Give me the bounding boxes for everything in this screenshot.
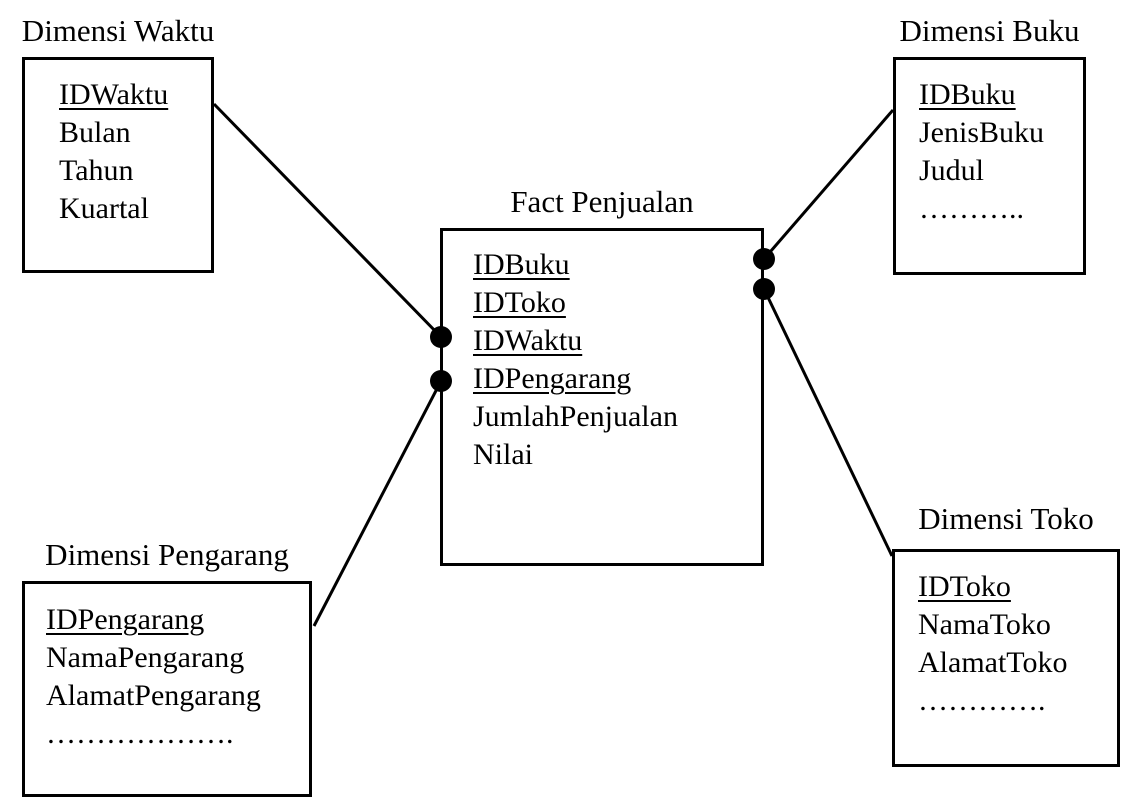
- field-row: Kuartal: [59, 190, 211, 228]
- field-label: ………..: [919, 192, 1024, 225]
- table-fact-penjualan: Fact Penjualan IDBuku IDToko IDWaktu IDP…: [440, 184, 764, 566]
- relationship-line-waktu-fact: [212, 102, 443, 339]
- field-row: NamaPengarang: [46, 639, 309, 677]
- field-label: Tahun: [59, 154, 134, 187]
- field-label: Kuartal: [59, 192, 149, 225]
- field-label: IDPengarang: [473, 362, 632, 395]
- field-row: ………….: [918, 682, 1117, 720]
- field-row: AlamatPengarang: [46, 677, 309, 715]
- table-title-dimensi-waktu: Dimensi Waktu: [21, 13, 215, 48]
- field-label: Bulan: [59, 116, 131, 149]
- field-label: IDBuku: [473, 248, 570, 281]
- field-list: IDBuku JenisBuku Judul ………..: [896, 60, 1083, 228]
- field-label: IDBuku: [919, 78, 1016, 111]
- field-label: IDPengarang: [46, 603, 205, 636]
- field-list: IDToko NamaToko AlamatToko ………….: [895, 552, 1117, 720]
- field-label: ………….: [918, 684, 1046, 717]
- table-title-fact-penjualan: Fact Penjualan: [510, 184, 694, 219]
- table-dimensi-toko: Dimensi Toko IDToko NamaToko AlamatToko …: [892, 501, 1120, 767]
- relationship-line-buku-fact: [762, 109, 895, 260]
- field-row: IDBuku: [919, 76, 1083, 114]
- field-label: IDWaktu: [473, 324, 583, 357]
- field-label: NamaToko: [918, 608, 1051, 641]
- table-title-dimensi-pengarang: Dimensi Pengarang: [45, 537, 289, 572]
- field-row: IDWaktu: [59, 76, 211, 114]
- field-row: IDPengarang: [473, 360, 761, 398]
- field-row: Judul: [919, 152, 1083, 190]
- relationship-line-pengarang-fact: [312, 380, 443, 627]
- field-list: IDBuku IDToko IDWaktu IDPengarang Jumlah…: [443, 231, 761, 474]
- field-label: JenisBuku: [919, 116, 1045, 149]
- field-label: IDWaktu: [59, 78, 169, 111]
- field-label: AlamatPengarang: [46, 679, 261, 712]
- table-title-dimensi-buku: Dimensi Buku: [899, 13, 1080, 48]
- field-label: Judul: [919, 154, 985, 187]
- field-row: ……………….: [46, 715, 309, 753]
- field-row: JumlahPenjualan: [473, 398, 761, 436]
- field-label: AlamatToko: [918, 646, 1068, 679]
- field-row: JenisBuku: [919, 114, 1083, 152]
- field-row: IDToko: [473, 284, 761, 322]
- relationship-line-toko-fact: [762, 288, 894, 557]
- field-row: IDPengarang: [46, 601, 309, 639]
- field-label: IDToko: [918, 570, 1011, 603]
- field-label: ……………….: [46, 717, 234, 750]
- field-label: Nilai: [473, 438, 533, 471]
- field-row: Nilai: [473, 436, 761, 474]
- field-row: IDBuku: [473, 246, 761, 284]
- field-row: ………..: [919, 190, 1083, 228]
- field-row: Bulan: [59, 114, 211, 152]
- field-row: IDToko: [918, 568, 1117, 606]
- field-row: Tahun: [59, 152, 211, 190]
- field-row: IDWaktu: [473, 322, 761, 360]
- field-list: IDPengarang NamaPengarang AlamatPengaran…: [25, 584, 309, 753]
- table-dimensi-waktu: Dimensi Waktu IDWaktu Bulan Tahun Kuarta…: [22, 13, 214, 273]
- table-dimensi-buku: Dimensi Buku IDBuku JenisBuku Judul ……….…: [893, 13, 1086, 275]
- field-list: IDWaktu Bulan Tahun Kuartal: [25, 60, 211, 228]
- table-title-dimensi-toko: Dimensi Toko: [918, 501, 1094, 536]
- field-row: AlamatToko: [918, 644, 1117, 682]
- field-label: JumlahPenjualan: [473, 400, 678, 433]
- field-row: NamaToko: [918, 606, 1117, 644]
- field-label: IDToko: [473, 286, 566, 319]
- field-label: NamaPengarang: [46, 641, 245, 674]
- table-dimensi-pengarang: Dimensi Pengarang IDPengarang NamaPengar…: [22, 537, 312, 797]
